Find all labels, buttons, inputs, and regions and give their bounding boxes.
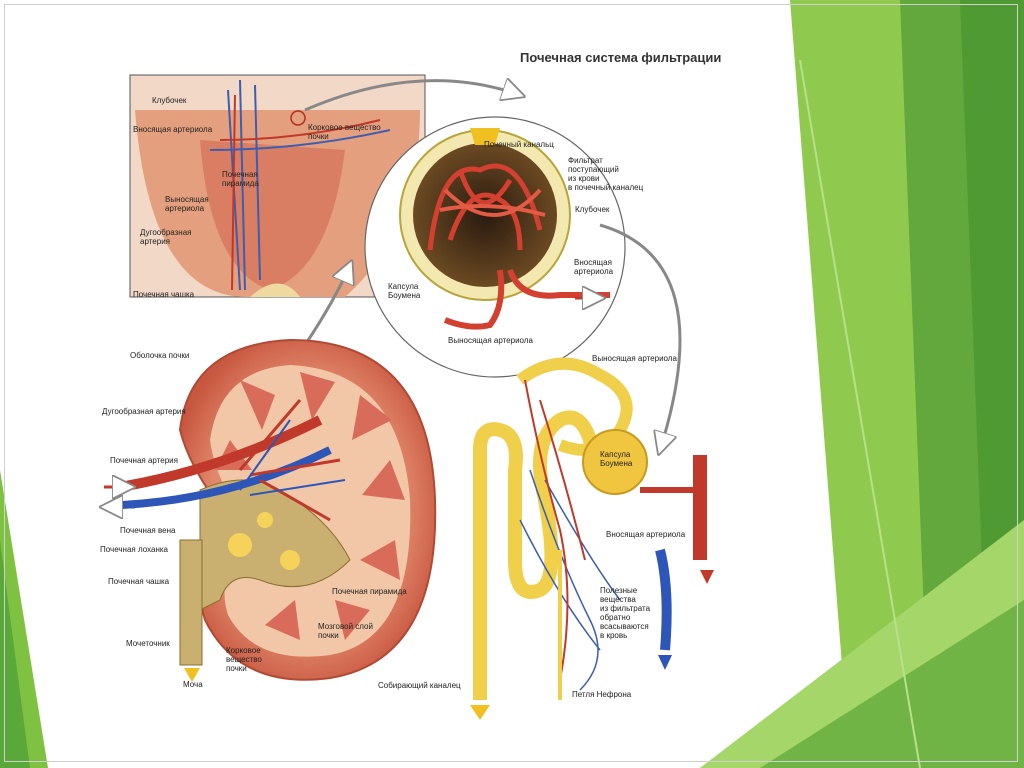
label-urine: Моча (183, 680, 203, 689)
label-pyramid: Почечная пирамида (222, 170, 259, 188)
diagram-title: Почечная система фильтрации (520, 50, 722, 65)
label-nephron-loop: Петля Нефрона (572, 690, 632, 699)
label-afferent-mid: Вносящая артериола (574, 258, 614, 276)
label-renal-pelvis: Почечная лоханка (100, 545, 168, 554)
label-calyx-top: Почечная чашка (133, 290, 195, 299)
label-medulla: Мозговой слой почки (318, 622, 373, 640)
label-afferent-top: Вносящая артериола (133, 125, 213, 134)
label-calyx-kidney: Почечная чашка (108, 577, 170, 586)
label-collecting-duct: Собирающий каналец (378, 681, 461, 690)
nephron (470, 357, 714, 720)
label-bowman-mid: Капсула Боумена (388, 282, 421, 300)
label-cortex-top: Корковое вещество почки (308, 123, 381, 141)
label-bowman-right: Капсула Боумена (600, 450, 633, 468)
label-filtrate: Фильтрат поступающий из крови в почечный… (568, 156, 644, 192)
label-ureter: Мочеточник (126, 639, 170, 648)
label-glomerulus-mid: Клубочек (575, 205, 610, 214)
label-efferent-mid: Выносящая артериола (448, 336, 533, 345)
label-useful-substances: Полезные вещества из фильтрата обратно в… (600, 586, 651, 640)
label-arcuate-kidney: Дугообразная артерия (102, 407, 186, 416)
kidney-cross-section (104, 338, 437, 682)
label-efferent-right: Выносящая артериола (592, 354, 677, 363)
label-glomerulus-top: Клубочек (152, 96, 187, 105)
label-efferent-top: Выносящая артериола (165, 195, 209, 213)
label-arcuate-top: Дугообразная артерия (140, 228, 192, 246)
cortex-section (129, 74, 426, 298)
label-cortex-kidney: Корковое вещество почки (226, 646, 262, 673)
label-renal-vein: Почечная вена (120, 526, 176, 535)
label-capsule-kidney: Оболочка почки (130, 351, 190, 360)
label-renal-canal: Почечный канальц (484, 140, 554, 149)
label-renal-pyramid: Почечная пирамида (332, 587, 407, 596)
label-afferent-right: Вносящая артериола (606, 530, 686, 539)
glomerulus-magnified (364, 116, 626, 378)
label-renal-artery: Почечная артерия (110, 456, 178, 465)
